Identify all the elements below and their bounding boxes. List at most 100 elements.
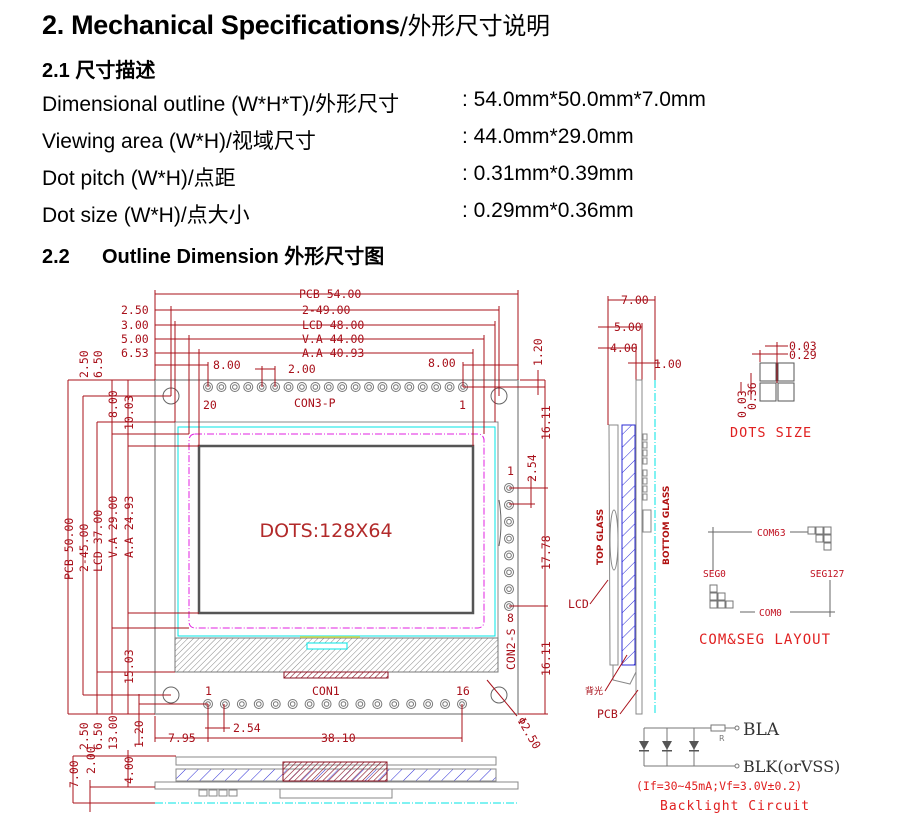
connector-pad (323, 382, 334, 392)
connector-pad (310, 382, 321, 392)
dim-hole-diameter: Φ2.50 (514, 715, 543, 752)
dim-bottom-left: 7.95 (168, 731, 196, 745)
section-2-2-title: 2.2 Outline Dimension 外形尺寸图 (42, 240, 384, 269)
dim-top-650: 6.50 (91, 350, 105, 378)
connector-pad (229, 382, 240, 392)
dim-bottom-1300: 13.00 (106, 715, 120, 750)
connector-pad (372, 699, 383, 709)
dim-pcb-width: PCB 54.00 (299, 287, 361, 301)
con2-label: CON2-S (504, 628, 518, 670)
connector-pad (321, 699, 332, 709)
resistor-label: R (719, 734, 725, 743)
dim-hole-spacing: 2-49.00 (302, 303, 351, 317)
con2-last-pin: 8 (507, 611, 514, 625)
con3-last-pin: 1 (459, 398, 466, 412)
lcd-glass-side (608, 424, 619, 666)
connector-pad (417, 382, 428, 392)
section-number: 2.2 (42, 246, 70, 268)
right-side-view: 7.00 5.00 4.00 1.00 TOP GLASS BOTTOM GLA… (568, 293, 682, 721)
connector-pad (390, 382, 401, 392)
dim-top-250: 2.50 (77, 350, 91, 378)
spec-label: Dimensional outline (W*H*T)/外形尺寸 (42, 93, 400, 116)
page-title: 2. Mechanical Specifications/外形尺寸说明 (42, 6, 550, 41)
section-title: Outline Dimension 外形尺寸图 (102, 246, 385, 268)
dim-bottom-120: 1.20 (132, 720, 146, 748)
backlight-label: 背光 (585, 685, 603, 697)
connector-pad (377, 382, 388, 392)
connector-pad (355, 699, 366, 709)
top-glass-label: TOP GLASS (596, 509, 606, 565)
dim-hole-vspacing: 2-45.00 (77, 523, 91, 572)
section-2-1-title: 2.1 尺寸描述 (42, 60, 156, 82)
dim-top-800: 8.00 (106, 390, 120, 418)
dim-aa-height: A.A 24.93 (122, 496, 136, 558)
dim-lcd-height: LCD 37.00 (91, 510, 105, 572)
dim-offset-653: 6.53 (121, 346, 149, 360)
connector-pad (350, 382, 361, 392)
connector-pad (431, 382, 442, 392)
viewing-area-outline (177, 426, 496, 637)
connector-pad (287, 699, 298, 709)
backlight-side (621, 424, 636, 666)
connector-pad (216, 382, 227, 392)
connector-pad (504, 567, 514, 578)
dim-bottom-650: 6.50 (91, 722, 105, 750)
connector-pad (337, 382, 348, 392)
connector-pad (304, 699, 315, 709)
dim-right-pitch: 2.54 (525, 454, 539, 482)
dim-thickness-100: 1.00 (654, 357, 682, 371)
spec-value: : 54.0mm*50.0mm*7.0mm (462, 88, 706, 111)
dim-side-400: 4.00 (122, 756, 136, 784)
dim-thickness-400: 4.00 (610, 341, 638, 355)
connector-pad (423, 699, 434, 709)
connector-pad (283, 382, 294, 392)
dim-offset-250: 2.50 (121, 303, 149, 317)
con2-pins (504, 483, 514, 611)
dim-right-mid: 17.78 (539, 535, 553, 570)
pcb-outline (154, 379, 519, 715)
spec-label: Dot size (W*H)/点大小 (42, 204, 250, 227)
dim-side-700: 7.00 (67, 760, 81, 788)
mount-hole (490, 686, 508, 704)
fpc-tail (283, 671, 389, 679)
ic-side (279, 788, 393, 799)
dim-pin-right: 8.00 (428, 356, 456, 370)
active-area-outline (188, 433, 485, 629)
connector-pad (406, 699, 417, 709)
com63-label: COM63 (757, 528, 786, 539)
pcb-label: PCB (597, 707, 618, 721)
connector-pad (364, 382, 375, 392)
dim-right-120: 1.20 (531, 338, 545, 366)
connector-pad (404, 382, 415, 392)
dim-pin-left: 8.00 (213, 358, 241, 372)
dim-aa-width: A.A 40.93 (302, 346, 364, 360)
spec-label: Dot pitch (W*H)/点距 (42, 167, 236, 190)
connector-pad (504, 550, 514, 561)
connector-pad (253, 699, 264, 709)
con2-first-pin: 1 (507, 464, 514, 478)
con3-label: CON3-P (294, 396, 336, 410)
dim-thickness-500: 5.00 (614, 320, 642, 334)
dim-pcb-height: PCB 50.00 (62, 518, 76, 580)
dim-pin-pitch: 2.00 (288, 362, 316, 376)
bla-label: BLA (743, 720, 780, 740)
con3-first-pin: 20 (203, 398, 217, 412)
con1-last-pin: 16 (456, 684, 470, 698)
bottom-glass-label: BOTTOM GLASS (662, 486, 672, 565)
dim-offset-500: 5.00 (121, 332, 149, 346)
bottom-side-view: 7.00 2.00 4.00 (67, 746, 519, 812)
dot-matrix-area (197, 444, 475, 615)
dot-width: 0.29 (789, 348, 817, 362)
dot-height: 0.36 (745, 382, 759, 410)
ic-window (306, 642, 348, 650)
pcb-side (154, 781, 519, 790)
dots-size-diagram: 0.03 0.29 0.03 0.36 DOTS SIZE (730, 339, 817, 441)
lcd-label: LCD (568, 597, 589, 611)
title-en: 2. Mechanical Specifications (42, 10, 400, 40)
con1-label: CON1 (312, 684, 340, 698)
connector-pad (444, 382, 455, 392)
dim-thickness-700: 7.00 (621, 293, 649, 307)
dim-right-top: 16.11 (539, 405, 553, 440)
dim-side-200: 2.00 (84, 746, 98, 774)
